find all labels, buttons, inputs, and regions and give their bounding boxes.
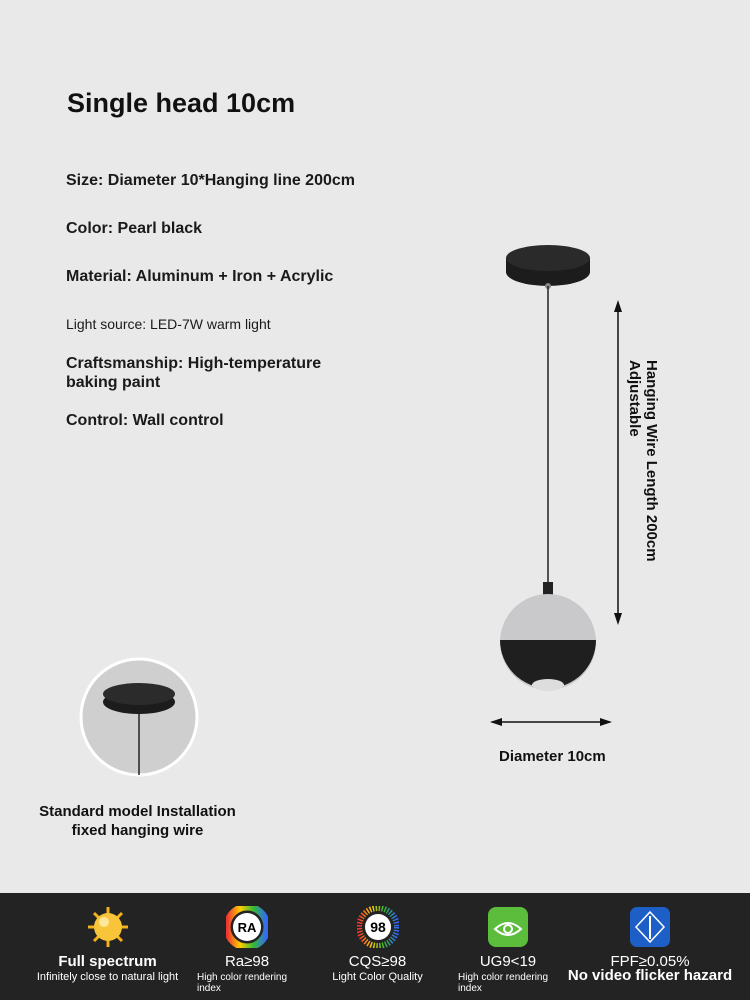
feature-ra: RA Ra≥98 High color rendering index [197,893,297,1000]
spec-color: Color: Pearl black [66,220,203,237]
sun-icon [87,907,128,947]
canopy-detail-inset [79,657,199,777]
diameter-label: Diameter 10cm [499,748,606,765]
inset-caption: Standard model Installation fixed hangin… [39,803,236,839]
svg-text:98: 98 [370,919,386,935]
spec-control: Control: Wall control [66,412,224,429]
adjustable-text: Adjustable [626,360,643,437]
wire-length-text: Hanging Wire Length 200cm [643,360,660,562]
pendant-lamp-illustration [490,245,622,726]
feature-bar: Full spectrum Infinitely close to natura… [0,893,750,1000]
eye-icon [488,907,528,947]
feature-ugr: UG9<19 High color rendering index [458,893,558,1000]
wire-length-label: Hanging Wire Length 200cm Adjustable [626,360,660,562]
ra-color-wheel-icon: RA [226,906,268,948]
flicker-shield-icon [630,907,670,947]
feature-full-spectrum: Full spectrum Infinitely close to natura… [25,893,190,1000]
feature-cqs: 98 CQS≥98 Light Color Quality [325,893,430,1000]
spec-craftsmanship: Craftsmanship: High-temperature baking p… [66,355,322,391]
svg-text:RA: RA [238,920,257,935]
page-title: Single head 10cm [67,88,296,118]
spec-material: Material: Aluminum + Iron + Acrylic [66,268,334,285]
feature-flicker: FPF≥0.05% No video flicker hazard [565,893,735,1000]
spec-size: Size: Diameter 10*Hanging line 200cm [66,172,355,189]
spec-light-source: Light source: LED-7W warm light [66,316,271,332]
cqs-98-icon: 98 [356,906,399,948]
